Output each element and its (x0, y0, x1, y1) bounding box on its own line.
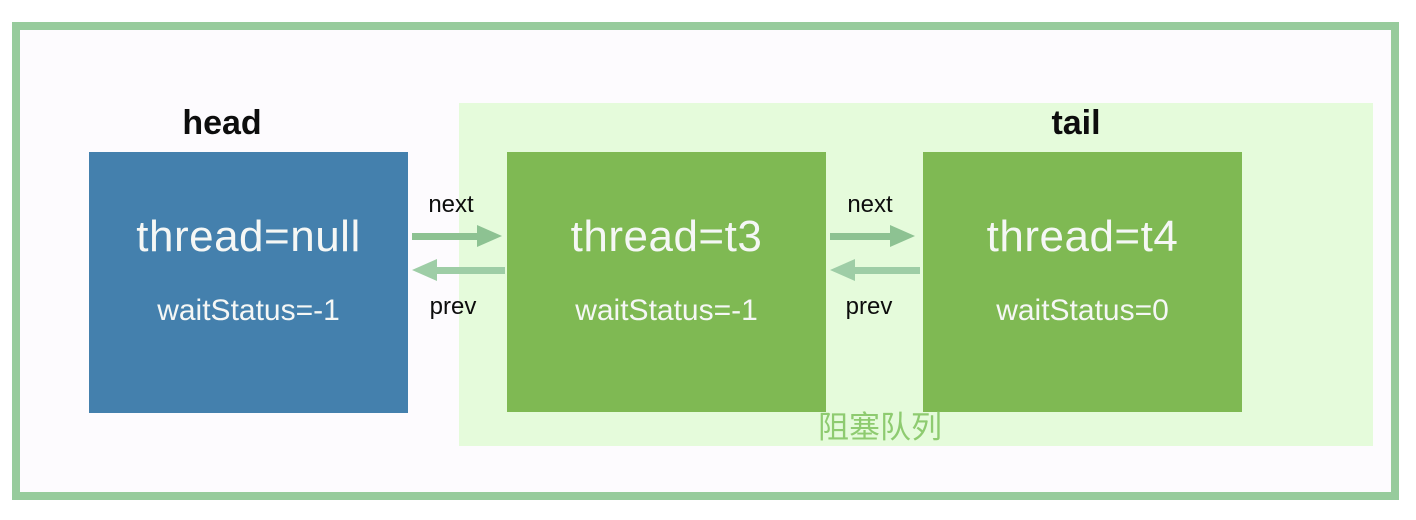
t3-node-waitstatus-text: waitStatus=-1 (575, 294, 758, 327)
prev-arrow-shaft-1 (435, 266, 505, 274)
next-arrowhead-2 (890, 225, 915, 247)
prev-link-label-1: prev (429, 293, 477, 320)
t3-node-thread-text: thread=t3 (570, 212, 763, 261)
prev-arrow-icon-1 (412, 259, 505, 281)
prev-arrow-icon-2 (830, 259, 920, 281)
next-link-label-1: next (428, 191, 474, 218)
queue-node-t4: thread=t4 waitStatus=0 (923, 152, 1242, 412)
head-pointer-label: head (182, 104, 262, 142)
prev-arrowhead-1 (412, 259, 437, 281)
next-link-label-2: next (847, 191, 893, 218)
prev-link-label-2: prev (845, 293, 893, 320)
head-node: thread=null waitStatus=-1 (89, 152, 408, 413)
next-arrow-icon-2 (830, 225, 915, 247)
prev-arrow-shaft-2 (853, 266, 920, 274)
queue-node-t3: thread=t3 waitStatus=-1 (507, 152, 826, 412)
t4-node-waitstatus-text: waitStatus=0 (996, 294, 1169, 327)
next-arrow-shaft-1 (412, 232, 479, 240)
prev-arrowhead-2 (830, 259, 855, 281)
head-node-thread-text: thread=null (136, 212, 361, 261)
t4-node-thread-text: thread=t4 (986, 212, 1179, 261)
blocking-queue-caption: 阻塞队列 (818, 410, 942, 445)
next-arrow-shaft-2 (830, 232, 892, 240)
head-node-waitstatus-text: waitStatus=-1 (157, 294, 340, 327)
diagram-frame: head tail thread=null waitStatus=-1 thre… (12, 22, 1399, 500)
tail-pointer-label: tail (1051, 104, 1101, 142)
next-arrow-icon-1 (412, 225, 502, 247)
next-arrowhead-1 (477, 225, 502, 247)
